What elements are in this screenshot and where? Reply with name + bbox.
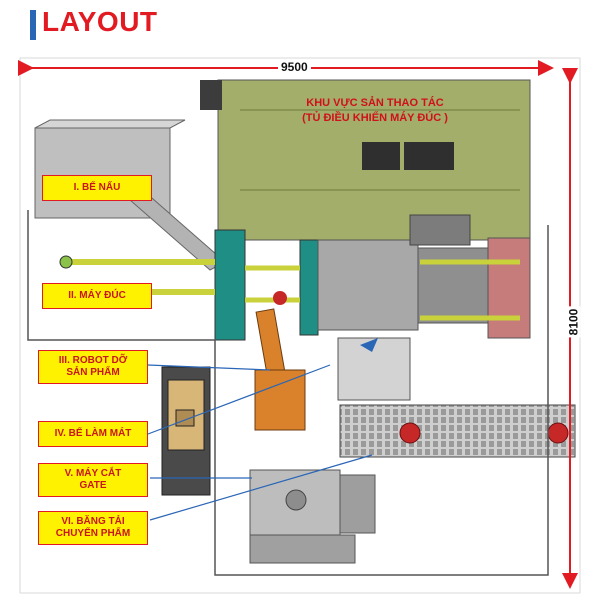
operation-area-line1: KHU VỰC SẢN THAO TÁC [306,97,444,109]
injection-valve-icon [273,291,287,305]
platen-moving [299,239,319,336]
operation-area-line2: (TỦ ĐIỀU KHIỂN MÁY ĐÚC ) [302,112,448,124]
height-value: 8100 [566,306,581,338]
motor [409,214,471,246]
conveyor [339,404,576,458]
platen-fixed [214,229,246,341]
panel-right [404,142,454,170]
conveyor-valve-right-icon [547,422,569,444]
control-cabinet [200,80,222,110]
robot-base [254,369,306,431]
label-melting-furnace: I. BỂ NẤU [42,175,152,201]
width-value: 9500 [278,60,311,74]
label-gate-cutter: V. MÁY CẮT GATE [38,463,148,497]
label-die-casting-machine: II. MÁY ĐÚC [42,283,152,309]
hydraulic-unit [487,237,531,339]
operation-area-title: KHU VỰC SẢN THAO TÁC (TỦ ĐIỀU KHIỂN MÁY … [270,96,480,126]
label-unloading-robot: III. ROBOT DỠ SẢN PHẨM [38,350,148,384]
label-conveyor: VI. BĂNG TẢI CHUYỂN PHẨM [38,511,148,545]
leader-lines [147,364,373,521]
panel-left [362,142,400,170]
part-table [337,337,411,401]
label-cooling-tank: IV. BỂ LÀM MÁT [38,421,148,447]
page-title: LAYOUT [42,6,158,37]
clamp-unit [317,239,419,331]
title-accent-bar [30,10,36,40]
conveyor-valve-left-icon [399,422,421,444]
